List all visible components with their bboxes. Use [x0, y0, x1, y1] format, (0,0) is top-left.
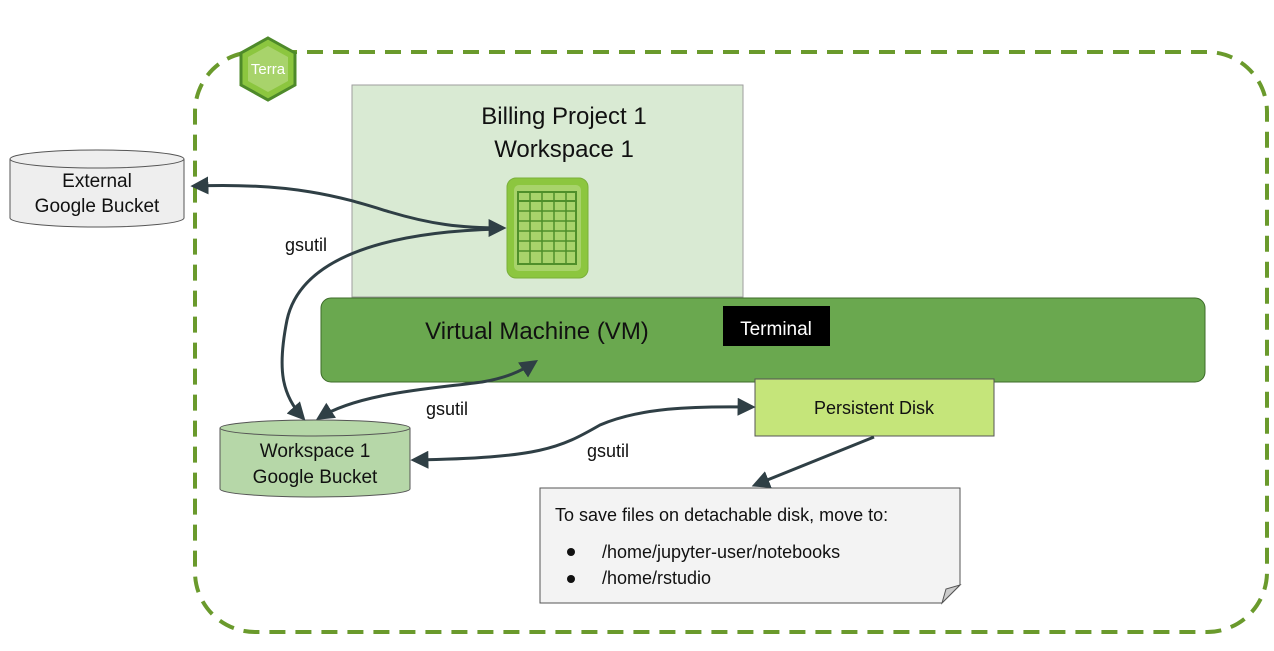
note-bullet-2	[567, 575, 575, 583]
note-heading: To save files on detachable disk, move t…	[555, 505, 888, 525]
arrow-workspace-bucket-to-vm	[315, 360, 538, 420]
external-bucket-label-2: Google Bucket	[35, 196, 160, 217]
arrow-workspace-bucket-to-disk	[410, 397, 756, 469]
data-table-icon	[506, 177, 589, 279]
gsutil-label-external: gsutil	[285, 235, 327, 255]
workspace-bucket-label-1: Workspace 1	[260, 441, 371, 462]
workspace-google-bucket: Workspace 1 Google Bucket	[219, 419, 411, 498]
terminal-label: Terminal	[740, 319, 812, 340]
arrow-disk-to-note	[751, 435, 875, 488]
save-files-note: To save files on detachable disk, move t…	[539, 487, 962, 605]
workspace-title: Workspace 1	[494, 136, 634, 163]
terra-boundary	[193, 50, 1269, 634]
terra-logo-text: Terra	[251, 61, 286, 78]
note-item-1: /home/jupyter-user/notebooks	[602, 542, 840, 562]
persistent-disk-box	[754, 378, 995, 437]
terminal-box	[723, 306, 830, 346]
terra-logo: Terra	[239, 36, 297, 102]
external-bucket-label-1: External	[62, 171, 132, 192]
arrow-table-to-workspace-bucket	[280, 227, 500, 421]
note-item-2: /home/rstudio	[602, 568, 711, 588]
gsutil-label-vm: gsutil	[426, 399, 468, 419]
external-google-bucket: External Google Bucket	[9, 149, 185, 228]
vm-label: Virtual Machine (VM)	[425, 318, 649, 345]
persistent-disk-label: Persistent Disk	[814, 398, 935, 418]
note-bullet-1	[567, 548, 575, 556]
workspace-bucket-label-2: Google Bucket	[253, 467, 378, 488]
arrow-external-to-table	[190, 176, 507, 237]
billing-project-title: Billing Project 1	[481, 103, 646, 130]
gsutil-label-disk: gsutil	[587, 441, 629, 461]
